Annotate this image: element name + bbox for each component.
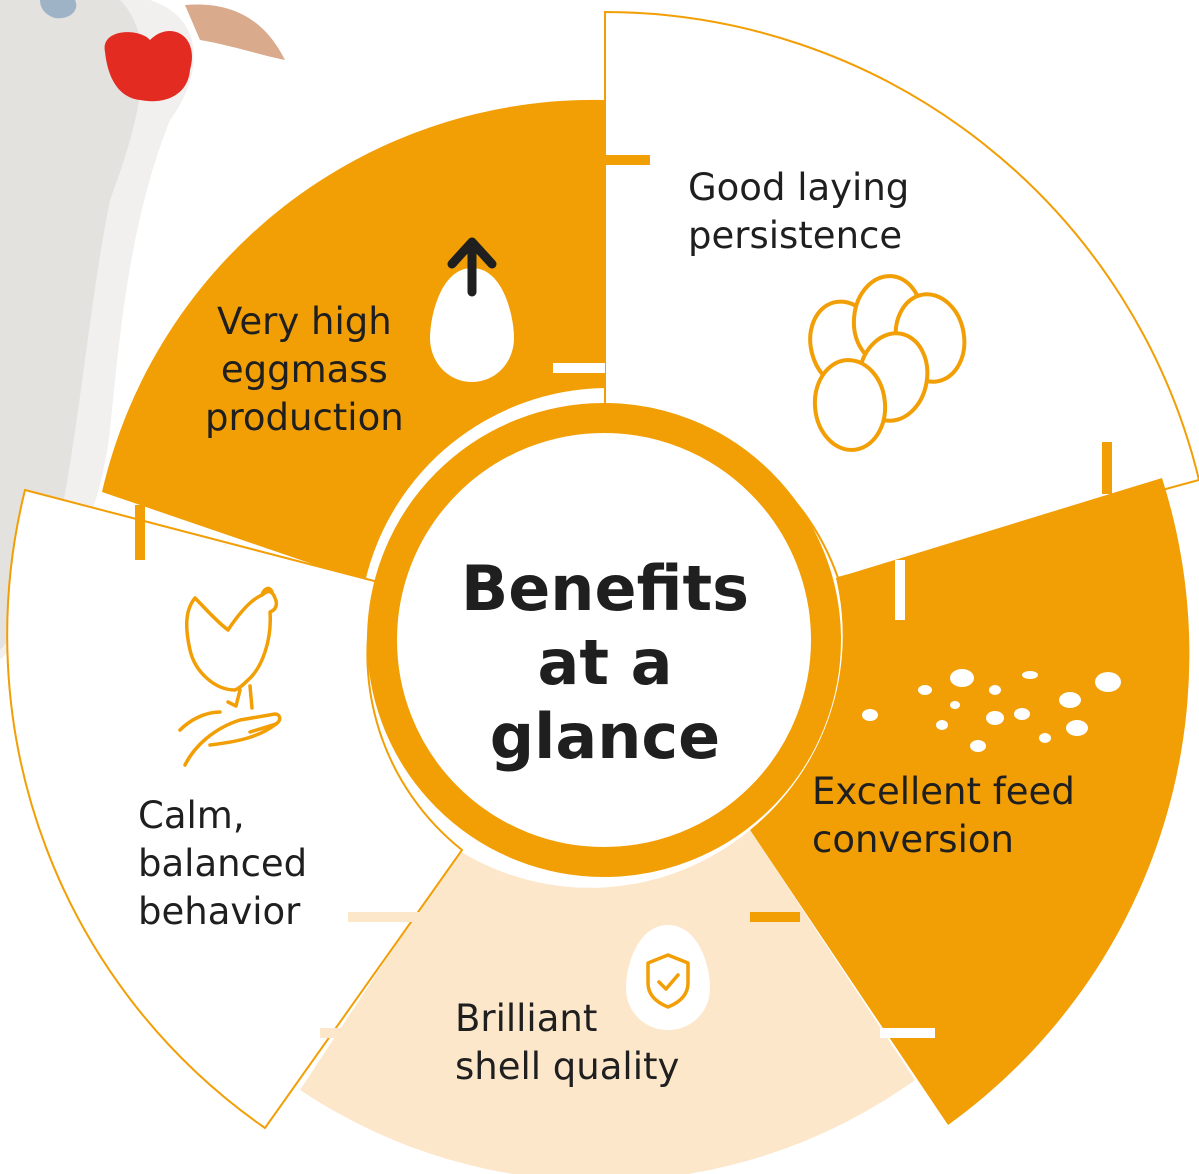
- label-persistence: Good laying persistence: [688, 166, 910, 257]
- center-title: Benefits at a glance: [461, 552, 749, 773]
- label-eggmass: Very high eggmass production: [205, 300, 404, 439]
- hen-in-hand-icon: [178, 586, 282, 767]
- hen-photo: [0, 0, 285, 660]
- segment-eggmass: [102, 99, 605, 583]
- feed-grains-icon: [862, 669, 1121, 752]
- eggs-cluster-icon: [808, 274, 967, 452]
- label-shell: Brilliant shell quality: [455, 997, 680, 1088]
- label-feed: Excellent feed conversion: [812, 770, 1075, 861]
- separator-ticks: [135, 155, 1112, 1038]
- egg-shield-check-icon: [626, 925, 710, 1030]
- center-ring: [367, 403, 841, 877]
- egg-up-arrow-icon: [430, 237, 514, 382]
- segment-feed: [750, 478, 1190, 1125]
- label-behavior: Calm, balanced behavior: [138, 794, 308, 933]
- segment-behavior: [6, 488, 464, 1130]
